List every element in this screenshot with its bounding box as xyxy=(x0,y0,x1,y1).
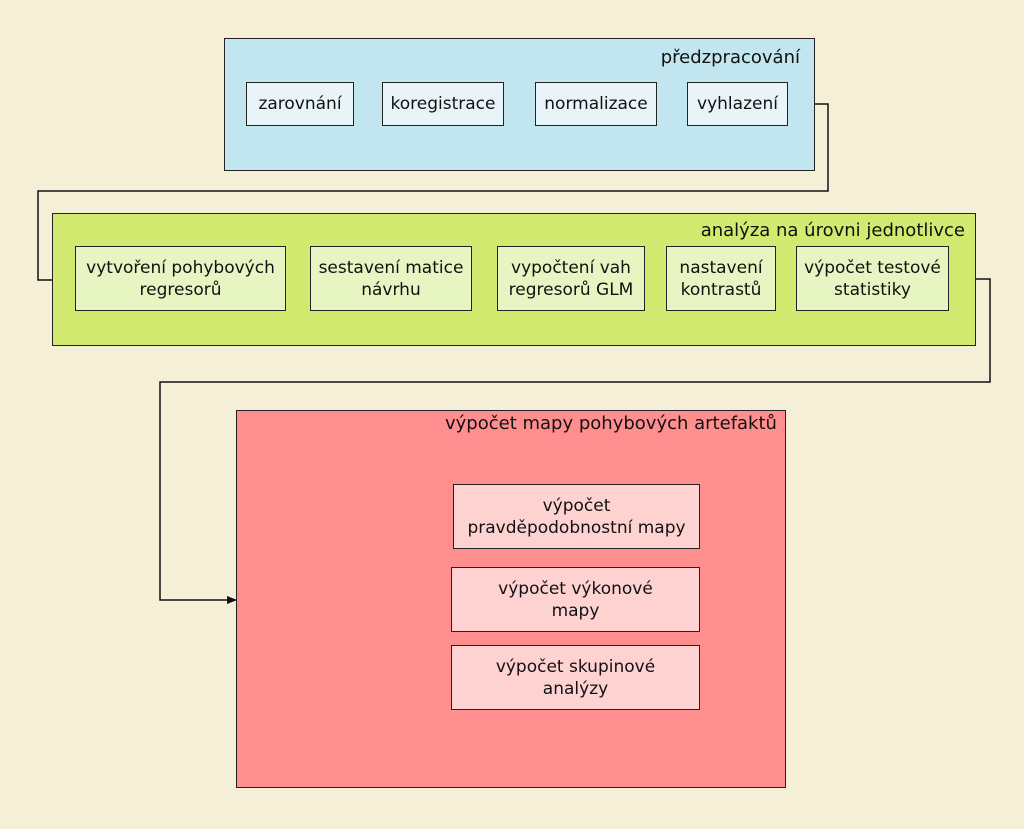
step-matice-navrhu: sestavení matice návrhu xyxy=(310,246,472,311)
step-kontrasty: nastavení kontrastů xyxy=(666,246,776,311)
step-pohybove-regresory: vytvoření pohybových regresorů xyxy=(75,246,286,311)
output-pravdepodobnostni-mapa: výpočet pravděpodobnostní mapy xyxy=(453,484,700,549)
step-koregistrace: koregistrace xyxy=(382,82,504,126)
individual-analysis-title: analýza na úrovni jednotlivce xyxy=(700,220,965,241)
artifact-map-title: výpočet mapy pohybových artefaktů xyxy=(445,413,777,434)
step-vahy-glm: vypočtení vah regresorů GLM xyxy=(497,246,645,311)
arrow-preprocessing-to-individual xyxy=(37,103,829,284)
step-normalizace: normalizace xyxy=(535,82,657,126)
output-skupinova-analyza: výpočet skupinové analýzy xyxy=(451,645,700,710)
step-zarovnani: zarovnání xyxy=(246,82,354,126)
step-vyhlazeni: vyhlazení xyxy=(687,82,788,126)
step-testova-statistika: výpočet testové statistiky xyxy=(796,246,949,311)
preprocessing-title: předzpracování xyxy=(660,47,800,68)
arrow-individual-to-map xyxy=(159,278,991,604)
output-vykonova-mapa: výpočet výkonové mapy xyxy=(451,567,700,632)
